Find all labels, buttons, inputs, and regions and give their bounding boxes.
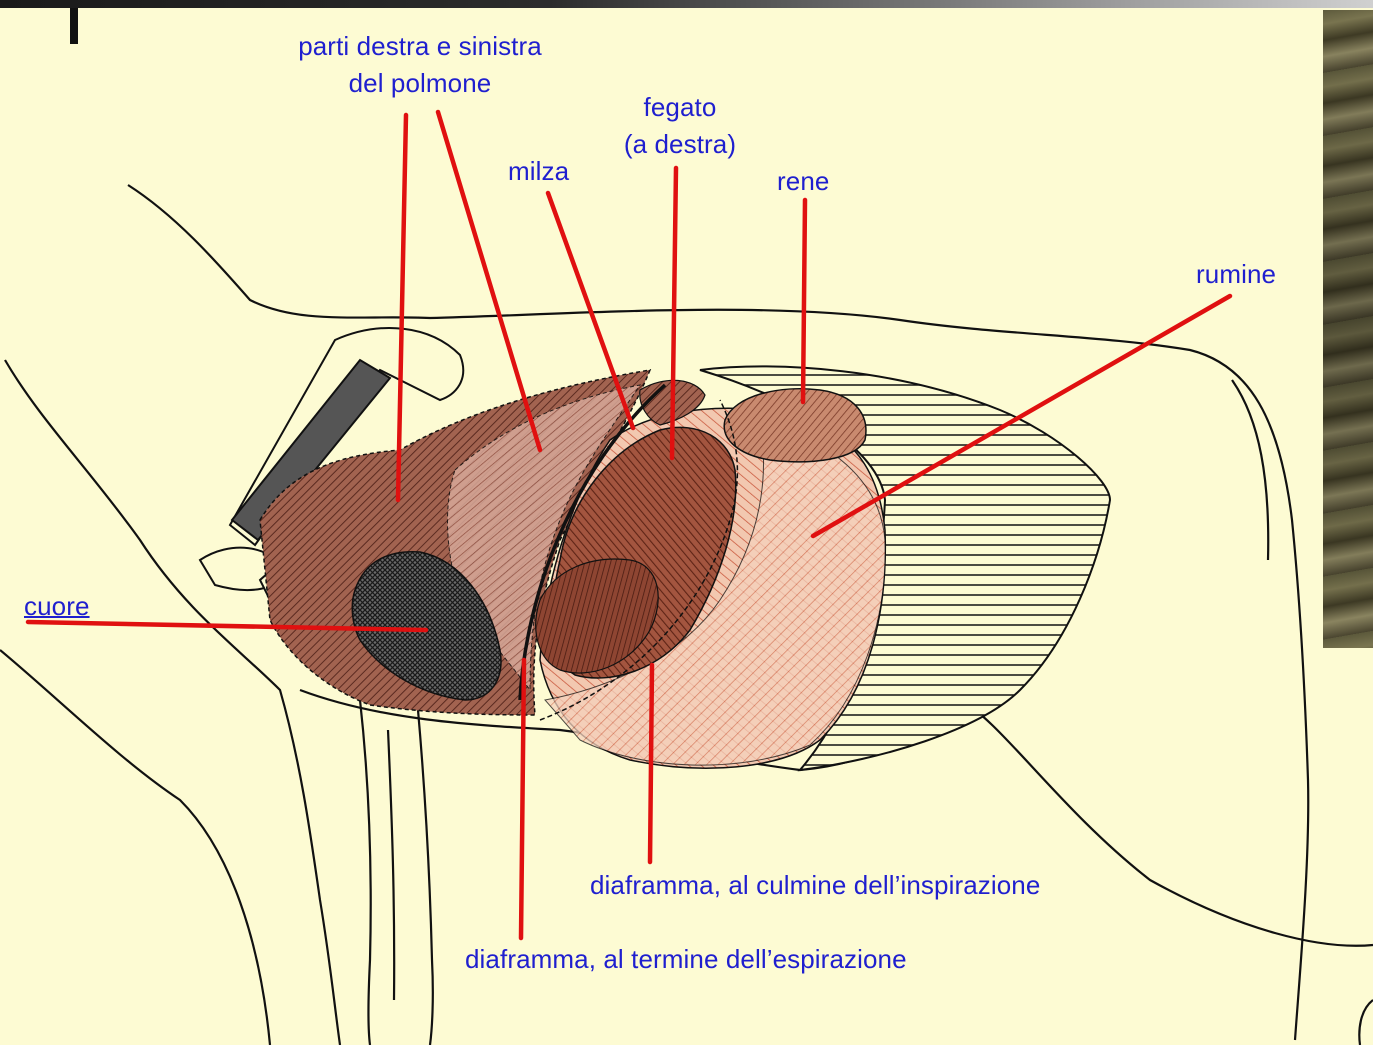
foreleg-back: [418, 710, 433, 1045]
hind-leg-line: [1359, 1000, 1373, 1045]
foreleg-front: [360, 700, 371, 1045]
chest-lower-line: [0, 650, 270, 1045]
leader-lung-left: [398, 115, 406, 500]
label-lung-line1: parti destra e sinistra: [270, 28, 570, 65]
label-cuore: cuore: [24, 588, 90, 625]
rump-line: [1232, 380, 1268, 560]
label-diaframma-inspirazione: diaframma, al culmine dell’inspirazione: [590, 867, 1040, 904]
leader-diaframma-espirazione: [521, 660, 524, 938]
label-diaframma-espirazione: diaframma, al termine dell’espirazione: [465, 941, 907, 978]
leader-diaframma-inspirazione: [650, 665, 652, 862]
label-lung-line2: del polmone: [270, 65, 570, 102]
label-rumine: rumine: [1196, 256, 1276, 293]
kidney: [724, 389, 866, 462]
leader-rene: [803, 200, 805, 402]
label-fegato-line2: (a destra): [600, 126, 760, 163]
label-milza: milza: [508, 153, 569, 190]
label-lung: parti destra e sinistra del polmone: [270, 28, 570, 102]
label-fegato-line1: fegato: [600, 89, 760, 126]
foreleg-inner: [388, 730, 394, 1000]
label-rene: rene: [777, 163, 829, 200]
label-fegato: fegato (a destra): [600, 89, 760, 163]
